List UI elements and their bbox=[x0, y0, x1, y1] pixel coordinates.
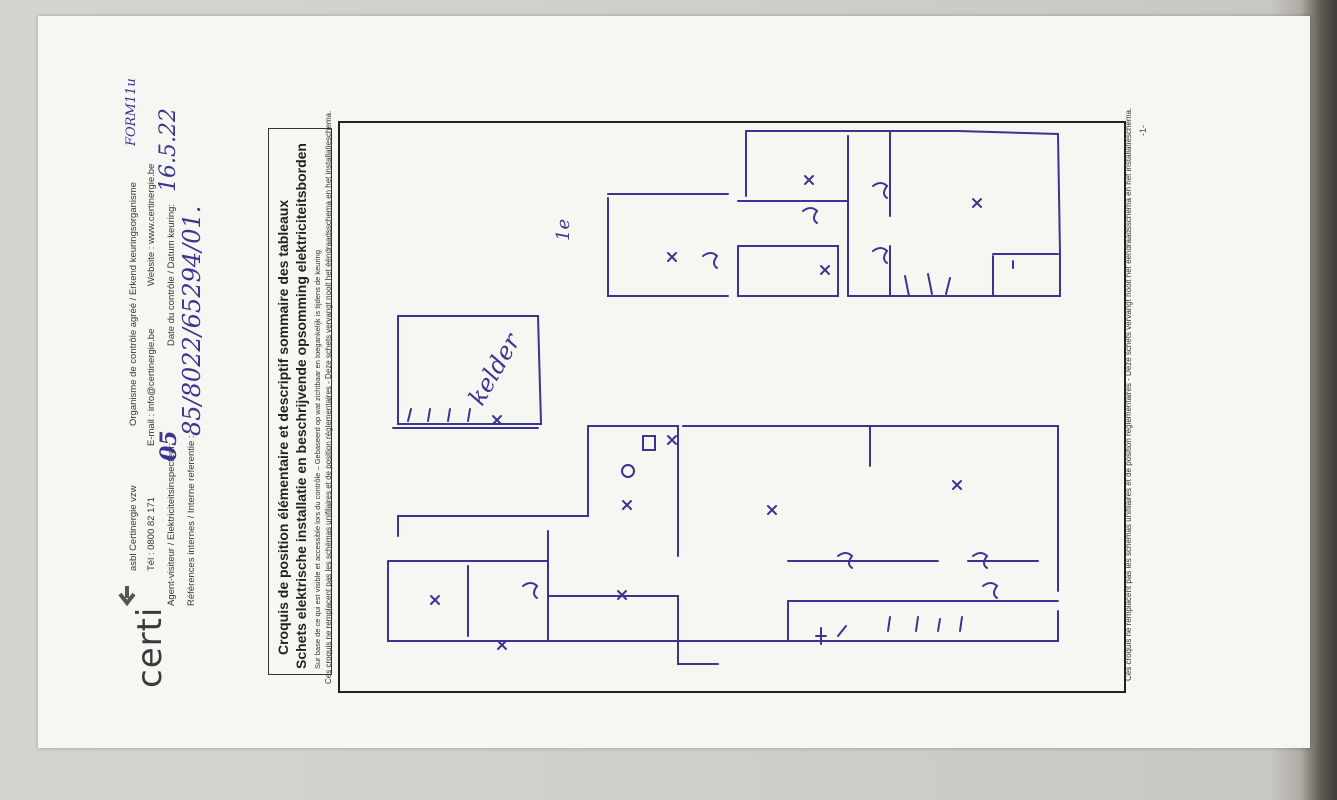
meter-mark bbox=[621, 464, 635, 478]
light-point-mark bbox=[617, 590, 627, 600]
outlet-mark bbox=[982, 582, 999, 599]
outlet-mark bbox=[802, 207, 819, 224]
wall-segment bbox=[607, 197, 729, 297]
panel-box-mark bbox=[642, 435, 656, 451]
wall-segment bbox=[682, 425, 1059, 592]
arrow-down-icon bbox=[118, 586, 136, 606]
panel-mark bbox=[815, 625, 847, 645]
switch-marks bbox=[887, 616, 963, 632]
wall-segment bbox=[677, 640, 719, 665]
light-point-mark bbox=[497, 640, 507, 650]
outlet-mark bbox=[522, 582, 539, 599]
wall-segment bbox=[745, 130, 1061, 255]
light-point-mark bbox=[667, 252, 677, 262]
wall-segment bbox=[397, 315, 543, 425]
title-box: Croquis de position élémentaire et descr… bbox=[268, 128, 332, 675]
floor-plan-sketch bbox=[387, 130, 1061, 665]
wall-segment bbox=[737, 245, 839, 297]
light-point-mark bbox=[667, 435, 677, 445]
wall-segment bbox=[547, 595, 679, 662]
floor-mark: 1e bbox=[553, 218, 574, 241]
outlet-mark bbox=[972, 552, 989, 569]
light-point-mark bbox=[804, 175, 814, 185]
light-point-mark bbox=[622, 500, 632, 510]
wall-segment bbox=[847, 253, 1061, 297]
light-point-mark bbox=[492, 415, 502, 425]
outlet-mark bbox=[872, 247, 889, 264]
floor-plan-frame bbox=[338, 121, 1126, 693]
paper-sheet: certi asbl Certinergie vzw Organisme de … bbox=[38, 16, 1310, 748]
switch-marks bbox=[407, 408, 471, 422]
wall-segment bbox=[397, 425, 589, 537]
light-point-mark bbox=[952, 480, 962, 490]
light-point-mark bbox=[430, 595, 440, 605]
light-point-mark bbox=[820, 265, 830, 275]
light-point-mark bbox=[767, 505, 777, 515]
light-point-mark bbox=[972, 198, 982, 208]
switch-marks bbox=[904, 273, 951, 297]
outlet-mark bbox=[837, 552, 854, 569]
outlet-mark bbox=[702, 252, 719, 269]
wall-segment bbox=[547, 610, 1059, 642]
wall-segment bbox=[587, 425, 679, 557]
outlet-mark bbox=[872, 182, 889, 199]
